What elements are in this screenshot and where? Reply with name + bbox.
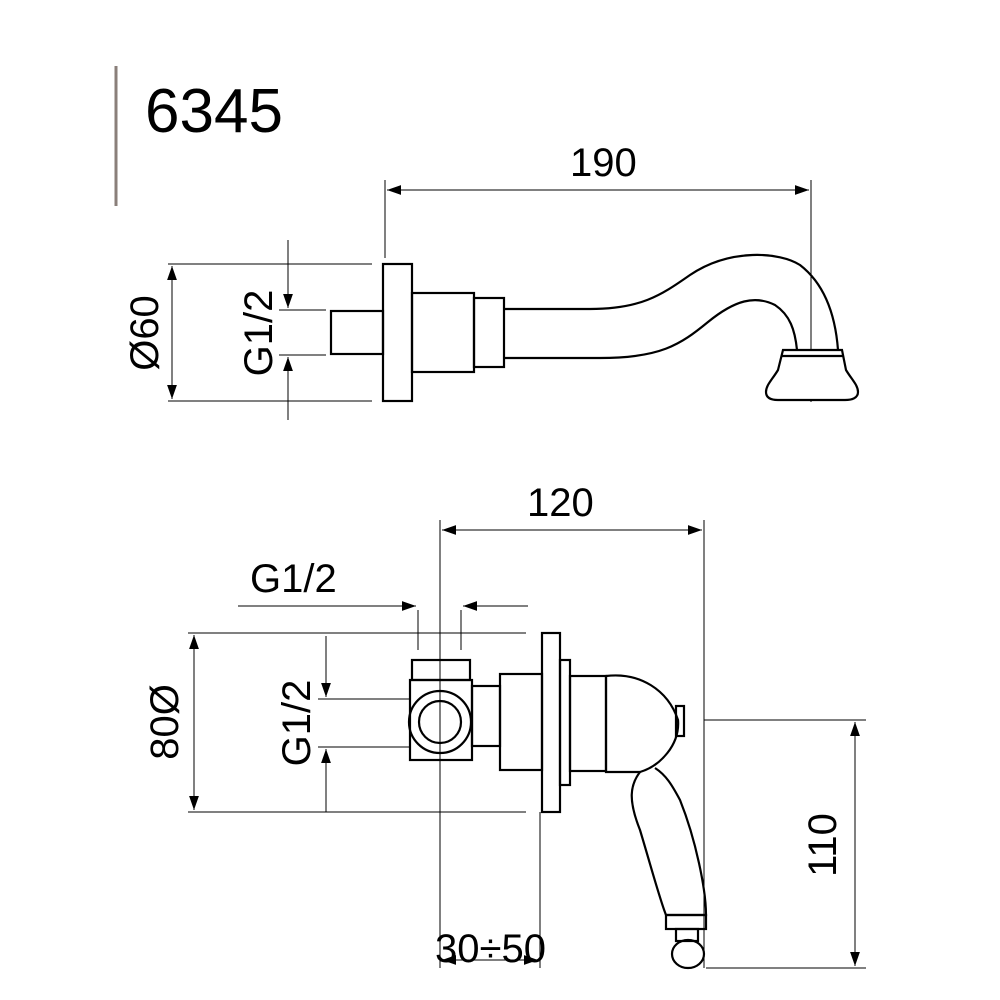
dim-g12-vertical-label: G1/2 xyxy=(275,680,319,767)
dim-110-label: 110 xyxy=(801,813,845,877)
dim-d80-label: 80Ø xyxy=(143,684,187,760)
dim-g12-top-label: G1/2 xyxy=(237,290,281,377)
dim-30-50-label: 30÷50 xyxy=(435,927,546,971)
dim-190-label: 190 xyxy=(570,141,637,185)
spout-view: 190 Ø60 G1/2 xyxy=(123,141,860,420)
mixer-view: 120 G1/2 80Ø G1/2 110 30÷50 xyxy=(143,481,866,971)
model-number: 6345 xyxy=(145,77,283,146)
dim-d60-label: Ø60 xyxy=(123,295,167,371)
dim-120-label: 120 xyxy=(527,481,594,525)
dim-g12-horizontal-label: G1/2 xyxy=(250,557,337,601)
